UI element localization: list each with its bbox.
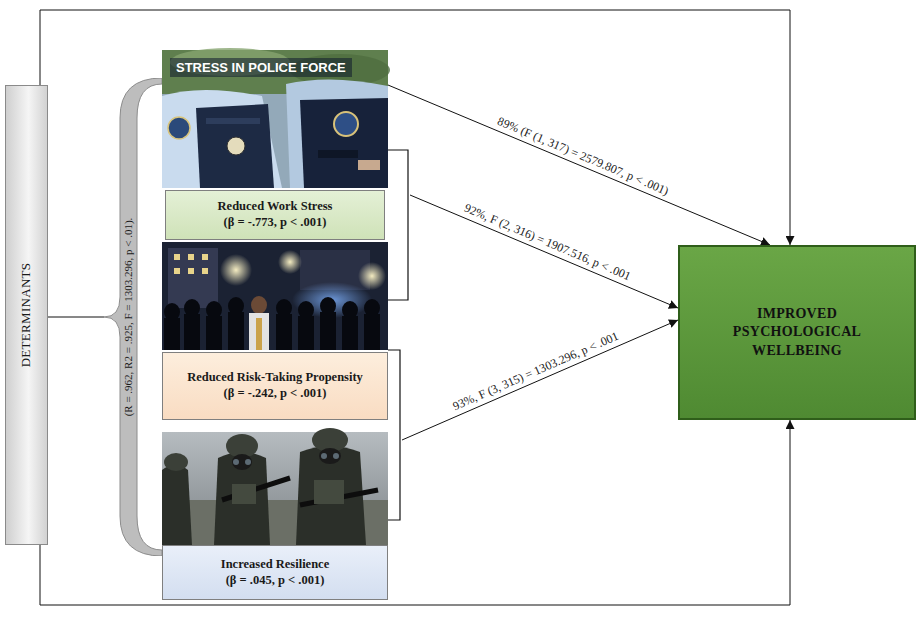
edge-label: 93%, F (3, 315) = 1303.296, p < .001 <box>449 328 623 414</box>
node-text: Reduced Risk-Taking Propensity <box>187 370 363 386</box>
crowd-photo <box>162 242 388 350</box>
predictor-box: Reduced Work Stress(β = -.773, p < .001) <box>165 190 385 240</box>
node-text: DETERMINANTS <box>19 263 35 368</box>
connector-arrow <box>388 85 770 245</box>
group-bracket <box>388 150 408 300</box>
edge-label: 92%, F (2, 316) = 1907.516, p < .001 <box>461 200 635 284</box>
predictor-box: Increased Resilience(β = .045, p < .001) <box>162 545 388 600</box>
brace-outline <box>104 78 162 556</box>
node-text: IMPROVED PSYCHOLOGICAL WELLBEING <box>696 305 898 360</box>
police-photo <box>162 48 390 188</box>
connector-arrow <box>40 10 790 245</box>
connector-arrow <box>48 317 104 318</box>
edge-label: 89% (F (1, 317) = 2579.807, p < .001) <box>493 113 672 199</box>
node-text: (β = -.773, p < .001) <box>224 215 327 231</box>
outcome-box: IMPROVED PSYCHOLOGICAL WELLBEING <box>678 245 916 420</box>
determinants-band: DETERMINANTS <box>5 85 48 545</box>
group-bracket <box>388 350 400 520</box>
predictor-box: Reduced Risk-Taking Propensity(β = -.242… <box>162 352 388 420</box>
connector-arrow <box>410 195 678 308</box>
armed-officers-photo <box>162 428 388 545</box>
node-text: Reduced Work Stress <box>218 199 333 215</box>
node-text: (β = .045, p < .001) <box>226 573 325 589</box>
photo-caption: STRESS IN POLICE FORCE <box>170 58 352 77</box>
node-text: (R = .962, R2 = .925, F = 1303.296, p < … <box>122 218 134 417</box>
model-brace: (R = .962, R2 = .925, F = 1303.296, p < … <box>104 78 162 556</box>
node-text: (β = -.242, p < .001) <box>224 386 327 402</box>
node-text: Increased Resilience <box>221 557 329 573</box>
connector-arrow <box>40 420 790 605</box>
connector-arrow <box>402 320 678 440</box>
